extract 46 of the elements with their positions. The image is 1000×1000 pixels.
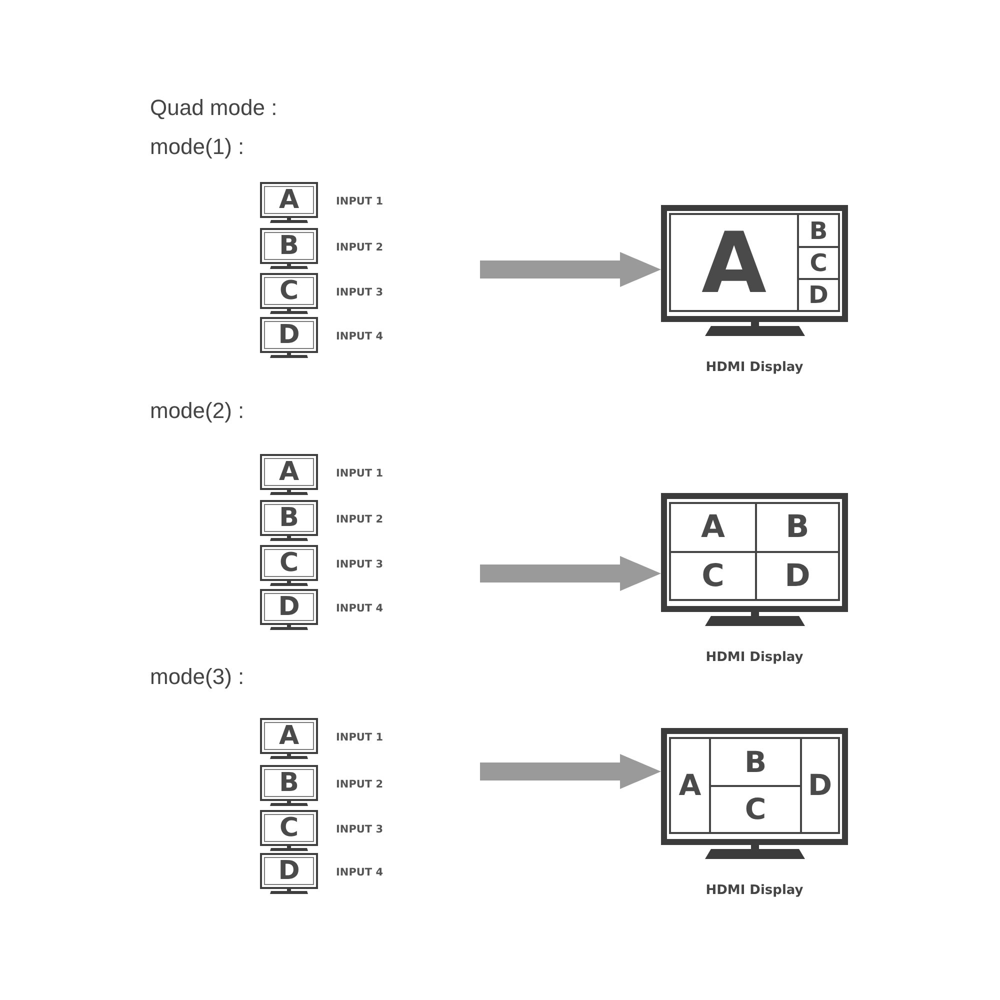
arrow — [480, 556, 661, 591]
monitor-screen: C — [260, 545, 318, 581]
screen-pane: B — [755, 502, 840, 553]
tv-screen — [661, 728, 848, 845]
screen-pane: C — [669, 551, 757, 601]
monitor-screen: C — [260, 810, 318, 846]
input-label: INPUT 4 — [336, 330, 384, 344]
heading: Quad mode : — [150, 95, 278, 122]
tv-screen — [661, 205, 848, 322]
mode-label: mode(2) : — [150, 398, 244, 424]
arrow — [480, 754, 661, 789]
monitor-screen: C — [260, 273, 318, 309]
input-label: INPUT 1 — [336, 468, 384, 480]
display-label: HDMI Display — [706, 360, 804, 376]
input-label: INPUT 1 — [336, 196, 384, 208]
screen-pane: B — [797, 213, 840, 248]
display-label: HDMI Display — [706, 883, 804, 899]
screen-pane: A — [669, 213, 799, 312]
input-label: INPUT 2 — [336, 778, 384, 792]
monitor-screen: B — [260, 765, 318, 801]
monitor-screen: A — [260, 182, 318, 218]
screen-pane: D — [797, 278, 840, 312]
monitor-screen: D — [260, 853, 318, 889]
input-label: INPUT 1 — [336, 732, 384, 744]
input-label: INPUT 3 — [336, 558, 384, 572]
monitor-screen: D — [260, 589, 318, 625]
monitor-screen: B — [260, 228, 318, 264]
mode-label: mode(1) : — [150, 134, 244, 160]
screen-pane: D — [755, 551, 840, 601]
input-label: INPUT 2 — [336, 242, 384, 254]
input-label: INPUT 3 — [336, 286, 384, 300]
input-label: INPUT 2 — [336, 514, 384, 526]
tv-screen — [661, 493, 848, 612]
screen-pane: A — [669, 737, 711, 834]
monitor-screen: B — [260, 500, 318, 536]
arrow — [480, 252, 661, 287]
display-label: HDMI Display — [706, 650, 804, 666]
monitor-screen: A — [260, 454, 318, 490]
input-label: INPUT 4 — [336, 602, 384, 616]
monitor-screen: D — [260, 317, 318, 353]
mode-label: mode(3) : — [150, 664, 244, 690]
input-label: INPUT 3 — [336, 824, 384, 836]
screen-pane: D — [800, 737, 840, 834]
input-label: INPUT 4 — [336, 866, 384, 880]
monitor-screen: A — [260, 718, 318, 754]
screen-pane: A — [669, 502, 757, 553]
